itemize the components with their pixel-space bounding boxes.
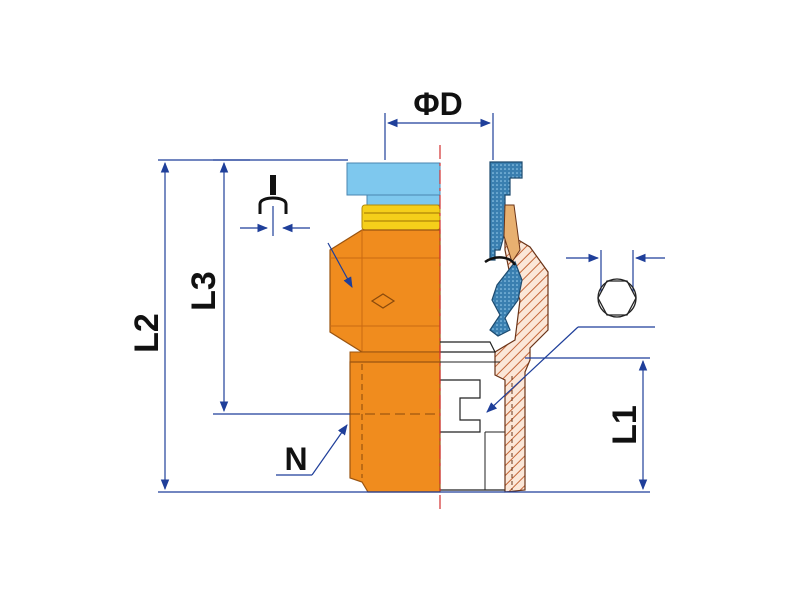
nut-leader	[327, 242, 353, 288]
dimension-lines	[158, 113, 665, 493]
collet-neck	[366, 194, 441, 206]
l2-label: L2	[128, 313, 166, 353]
l3-label: L3	[185, 271, 223, 311]
collet-inner-section	[489, 260, 523, 337]
threaded-body	[349, 361, 441, 493]
hex-nut	[329, 229, 441, 353]
o-ring	[361, 204, 441, 231]
tube-grip-icon	[258, 175, 288, 236]
l1-label: L1	[606, 405, 644, 445]
n-label: N	[284, 441, 307, 477]
thread-shoulder	[349, 351, 441, 363]
collet-top	[346, 162, 441, 196]
o-ring-section	[484, 256, 517, 266]
fitting-section	[440, 161, 549, 493]
gripper-tooth	[503, 204, 521, 264]
bore-outline	[440, 341, 505, 491]
hexagon-icon	[597, 278, 637, 318]
fitting-exterior	[329, 162, 441, 493]
phi-d-label: ΦD	[413, 86, 462, 122]
